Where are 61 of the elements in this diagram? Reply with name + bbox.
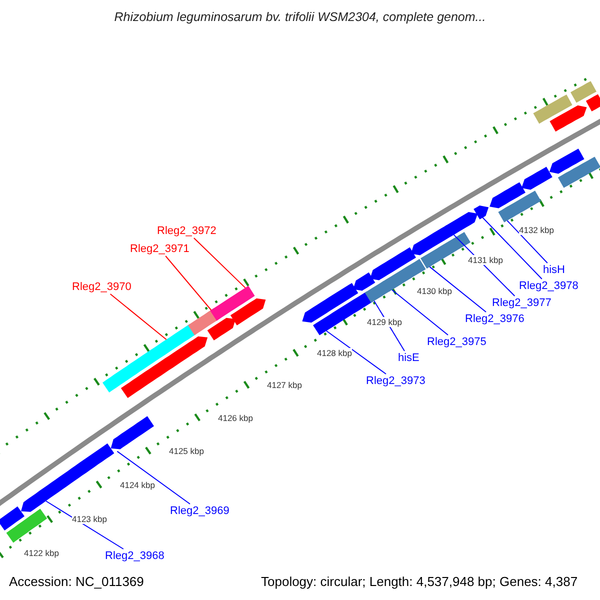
gene-feature	[6, 508, 48, 543]
gene-label: Rleg2_3975	[427, 335, 486, 349]
gene-feature	[370, 247, 416, 280]
gene-label: hisE	[398, 351, 420, 365]
gene-label: Rleg2_3969	[170, 504, 230, 518]
gene-label: Rleg2_3968	[105, 549, 164, 563]
gene-feature	[353, 272, 376, 291]
scale-label: 4128 kbp	[317, 348, 352, 358]
footer-text: Accession: NC_011369	[9, 574, 144, 590]
gene-label: Rleg2_3973	[366, 374, 426, 388]
leader-line	[326, 330, 386, 374]
leader-line	[482, 217, 542, 280]
gene-feature	[444, 212, 478, 236]
gene-feature	[522, 166, 552, 190]
footer-text: Topology: circular; Length: 4,537,948 bp; Genes: 4,387	[261, 574, 578, 590]
gene-feature	[533, 94, 572, 124]
gene-feature	[410, 225, 453, 256]
gene-feature	[210, 286, 255, 321]
leader-line	[429, 266, 486, 312]
gene-label: Rleg2_3971	[130, 242, 190, 256]
leader-line	[165, 256, 212, 310]
gene-feature	[498, 190, 541, 222]
gene-feature	[120, 336, 208, 398]
leader-line	[45, 500, 124, 550]
scale-label: 4123 kbp	[72, 514, 107, 524]
scale-label: 4125 kbp	[169, 446, 204, 456]
leader-line	[392, 289, 448, 336]
leader-line	[116, 450, 190, 504]
gene-feature	[558, 156, 600, 188]
scale-label: 4127 kbp	[267, 380, 302, 390]
title: Rhizobium leguminosarum bv. trifolii WSM2304, complete genom...	[113, 10, 487, 24]
gene-label: Rleg2_3972	[157, 224, 216, 238]
scale-label: 4131 kbp	[468, 255, 503, 265]
gene-feature	[102, 324, 197, 392]
gene-feature	[0, 506, 24, 530]
scale-label: 4130 kbp	[417, 286, 452, 296]
gene-label: Rleg2_3977	[492, 296, 552, 310]
leader-line	[193, 238, 246, 288]
gene-label: hisH	[543, 263, 566, 277]
gene-feature	[570, 81, 596, 103]
scale-label: 4129 kbp	[367, 317, 402, 327]
scale-label: 4126 kbp	[218, 413, 253, 423]
gene-label: Rleg2_3978	[519, 279, 578, 293]
gene-feature	[302, 283, 358, 323]
gene-feature	[207, 318, 236, 340]
scale-label: 4132 kbp	[519, 225, 554, 235]
scale-label: 4124 kbp	[120, 480, 155, 490]
leader-line	[110, 294, 167, 340]
gene-feature	[21, 443, 114, 512]
leader-line	[506, 220, 548, 264]
gene-label: Rleg2_3976	[465, 312, 524, 326]
gene-feature	[549, 148, 584, 174]
gene-feature	[230, 298, 266, 326]
gene-feature	[490, 182, 526, 208]
gene-feature	[110, 416, 154, 450]
gene-feature	[364, 280, 390, 303]
gene-label: Rleg2_3970	[72, 280, 132, 294]
gene-feature	[550, 105, 587, 132]
scale-label: 4122 kbp	[24, 548, 59, 558]
gene-feature	[586, 94, 600, 112]
gene-feature	[474, 206, 489, 220]
